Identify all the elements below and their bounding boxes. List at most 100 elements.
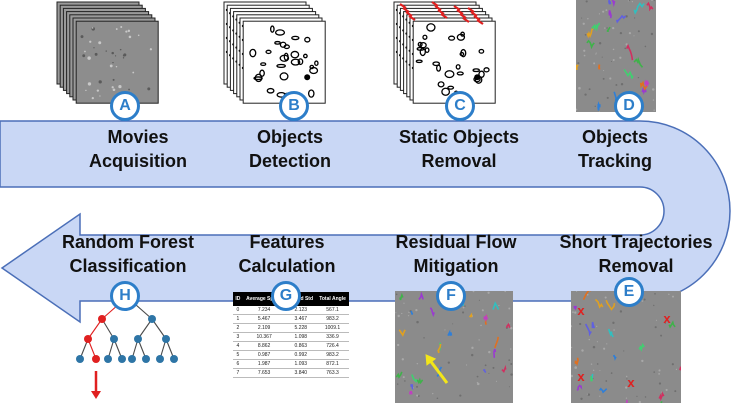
- background-speck: [477, 382, 478, 383]
- background-speck: [397, 344, 399, 346]
- background-speck: [645, 46, 647, 48]
- cell-dot: [106, 50, 107, 51]
- background-speck: [510, 363, 512, 365]
- background-speck: [605, 9, 607, 11]
- trajectory: [417, 380, 422, 383]
- table-header: Total Angle: [316, 292, 349, 306]
- background-speck: [672, 363, 674, 365]
- cell-dot: [128, 89, 130, 91]
- table-header: ID: [233, 292, 243, 306]
- tree-node: [118, 355, 126, 363]
- step-label-features-calculation: FeaturesCalculation: [202, 230, 372, 278]
- cell-dot: [99, 80, 102, 83]
- background-speck: [606, 343, 607, 344]
- background-speck: [452, 323, 453, 324]
- cell-dot: [85, 90, 86, 91]
- background-speck: [653, 109, 654, 110]
- background-speck: [668, 294, 669, 295]
- badge-f: F: [436, 281, 466, 311]
- background-speck: [613, 49, 615, 51]
- removal-mark: x: [577, 369, 585, 384]
- tree-node: [142, 355, 150, 363]
- cell-dot: [132, 72, 134, 74]
- background-speck: [658, 373, 660, 375]
- trajectory: [599, 65, 600, 70]
- background-speck: [587, 394, 588, 395]
- background-speck: [423, 337, 424, 338]
- cell-dot: [98, 41, 101, 44]
- table-row: 15.4673.467983.2: [233, 315, 349, 324]
- background-speck: [621, 83, 623, 85]
- cell-dot: [113, 79, 115, 81]
- table-cell: 3: [233, 333, 243, 342]
- badge-d: D: [614, 91, 644, 121]
- background-speck: [626, 398, 627, 399]
- cell-dot: [87, 56, 90, 59]
- cell-dot: [112, 86, 114, 88]
- background-speck: [599, 42, 601, 44]
- table-cell: 6: [233, 360, 243, 369]
- background-speck: [395, 312, 396, 313]
- background-speck: [437, 397, 439, 399]
- table-cell: 983.2: [316, 315, 349, 324]
- table-cell: 5.228: [286, 324, 317, 333]
- background-speck: [607, 97, 609, 99]
- background-speck: [605, 296, 607, 298]
- background-speck: [581, 18, 582, 19]
- background-speck: [599, 370, 600, 371]
- background-speck: [583, 50, 585, 52]
- badge-e: E: [614, 277, 644, 307]
- background-speck: [408, 315, 409, 316]
- tree-node: [134, 335, 142, 343]
- background-speck: [397, 315, 399, 317]
- table-cell: 8.862: [243, 342, 286, 351]
- table-cell: 2.109: [243, 324, 286, 333]
- background-speck: [658, 369, 660, 371]
- background-speck: [606, 27, 607, 28]
- background-speck: [508, 308, 510, 310]
- background-speck: [581, 349, 583, 351]
- background-speck: [603, 348, 605, 350]
- table-cell: 0.863: [286, 342, 317, 351]
- cell-dot: [128, 30, 130, 32]
- cell-dot: [123, 53, 126, 56]
- background-speck: [589, 339, 590, 340]
- background-speck: [508, 359, 510, 361]
- trajectory: [574, 306, 576, 309]
- cell-dot: [120, 26, 122, 28]
- table-cell: 5: [233, 351, 243, 360]
- table-cell: 2: [233, 324, 243, 333]
- cell-dot: [118, 85, 121, 88]
- background-speck: [638, 30, 640, 32]
- badge-b: B: [279, 91, 309, 121]
- cell-dot: [113, 88, 116, 91]
- background-speck: [628, 0, 629, 1]
- trajectory: [484, 317, 487, 320]
- background-speck: [654, 0, 655, 1]
- table-cell: 4: [233, 342, 243, 351]
- background-speck: [604, 27, 605, 28]
- background-speck: [579, 323, 581, 325]
- background-speck: [492, 367, 494, 369]
- background-speck: [432, 393, 433, 394]
- cell-dot: [120, 49, 122, 51]
- cell-dot: [95, 53, 98, 56]
- background-speck: [593, 370, 594, 371]
- background-speck: [404, 380, 406, 382]
- background-speck: [672, 296, 674, 298]
- cell-dot: [125, 31, 127, 33]
- cell-dot: [99, 95, 100, 96]
- background-speck: [466, 364, 467, 365]
- table-cell: 1009.1: [316, 324, 349, 333]
- background-speck: [636, 396, 637, 397]
- background-speck: [488, 351, 490, 353]
- cell-dot: [147, 87, 150, 90]
- tree-node: [76, 355, 84, 363]
- tree-node: [98, 315, 106, 323]
- background-speck: [463, 307, 465, 309]
- cell-dot: [111, 52, 113, 54]
- background-speck: [488, 373, 489, 374]
- background-speck: [482, 309, 484, 311]
